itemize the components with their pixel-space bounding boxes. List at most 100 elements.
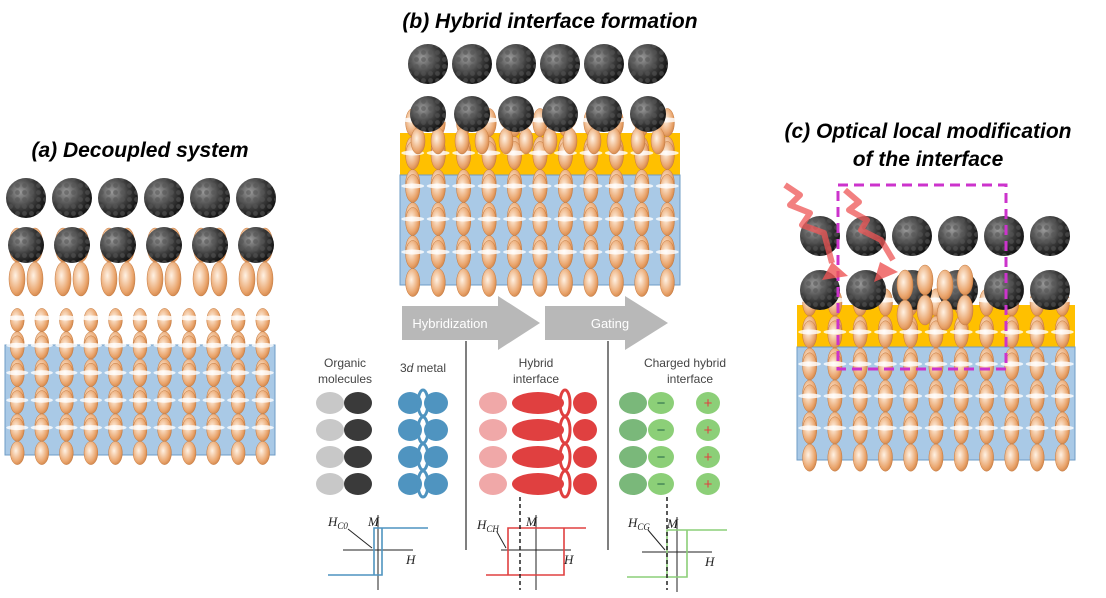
orbital-ring xyxy=(528,216,552,222)
orbital-ring xyxy=(452,249,476,255)
metal-label: 3d metal xyxy=(400,361,446,375)
orbital-ring xyxy=(630,183,654,189)
orbital-ring xyxy=(975,329,998,335)
orbital-ring xyxy=(579,216,603,222)
charged-lobe xyxy=(648,446,674,468)
orbital-ring xyxy=(202,370,225,376)
orbital-lobe xyxy=(456,268,472,297)
charged-lobe xyxy=(696,419,720,441)
orbital-ring xyxy=(178,315,201,321)
fullerene-texture xyxy=(800,270,840,310)
panel-a-title: (a) Decoupled system xyxy=(31,139,248,162)
orbital-ring xyxy=(6,397,29,403)
hybrid-ring xyxy=(558,388,572,418)
hybrid-lobe xyxy=(573,392,597,414)
panel-b-title: (b) Hybrid interface formation xyxy=(402,10,697,33)
organic-lobe xyxy=(344,392,372,414)
orbital-ring xyxy=(823,361,847,367)
orbital-ring xyxy=(426,216,450,222)
metal-lobe xyxy=(424,473,448,495)
orbital-ring xyxy=(227,370,250,376)
orbital-ring xyxy=(153,342,176,348)
orbital-lobe xyxy=(54,261,72,297)
orbital-ring xyxy=(924,393,948,399)
orbital-lobe xyxy=(928,443,944,472)
orbital-ring xyxy=(503,183,526,189)
orbital-lobe xyxy=(916,294,934,326)
h-axis-label: H xyxy=(563,552,574,567)
pointer-line xyxy=(647,529,666,551)
orbital-lobe xyxy=(606,127,622,155)
orbital-ring xyxy=(1050,425,1074,431)
orbital-ring xyxy=(30,315,53,321)
orbital-ring xyxy=(554,183,577,189)
hybrid-lobe xyxy=(573,473,597,495)
charged-lobe xyxy=(619,446,647,468)
metal-ring xyxy=(416,388,430,418)
plus-sign: + xyxy=(704,449,713,466)
orbital-lobe xyxy=(108,441,123,465)
fullerene-texture xyxy=(410,96,446,132)
orbital-ring xyxy=(55,425,78,431)
orbital-ring xyxy=(178,425,201,431)
orbital-ring xyxy=(30,342,53,348)
hybrid-ring xyxy=(558,442,572,472)
orbital-lobe xyxy=(157,441,172,465)
organic-lobe xyxy=(344,446,372,468)
orbital-lobe xyxy=(72,261,90,297)
organic-lobe xyxy=(316,446,344,468)
orbital-lobe xyxy=(430,127,446,155)
orbital-ring xyxy=(55,315,78,321)
orbital-lobe xyxy=(896,269,914,301)
orbital-ring xyxy=(949,329,973,335)
orbital-ring xyxy=(1025,361,1049,367)
pointer-line xyxy=(347,528,373,549)
orbital-ring xyxy=(655,183,679,189)
orbital-ring xyxy=(251,342,274,348)
orbital-ring xyxy=(975,425,998,431)
orbital-ring xyxy=(104,425,127,431)
orbital-ring xyxy=(1025,393,1049,399)
orbital-lobe xyxy=(634,268,650,297)
coercive-field-label: HC0 xyxy=(327,514,348,531)
orbital-ring xyxy=(604,249,628,255)
orbital-lobe xyxy=(164,261,182,297)
fullerene-texture xyxy=(238,227,274,263)
orbital-lobe xyxy=(586,127,602,155)
orbital-ring xyxy=(975,393,998,399)
orbital-ring xyxy=(55,342,78,348)
orbital-lobe xyxy=(936,299,954,331)
orbital-ring xyxy=(128,315,152,321)
orbital-ring xyxy=(899,393,923,399)
orbital-lobe xyxy=(181,441,197,465)
charged-lobe xyxy=(619,419,647,441)
orbital-lobe xyxy=(532,268,548,297)
orbital-ring xyxy=(1000,425,1024,431)
charged-lobe xyxy=(696,392,720,414)
panel-c-optical-modification xyxy=(783,182,1076,472)
orbital-lobe xyxy=(936,269,954,301)
metal-ring xyxy=(416,415,430,445)
orbital-lobe xyxy=(650,127,666,155)
hybrid-lobe xyxy=(479,419,507,441)
metal-ring xyxy=(416,442,430,472)
m-axis-label: M xyxy=(666,516,679,531)
metal-lobe xyxy=(424,392,448,414)
hybrid-lobe xyxy=(512,392,564,414)
panel-c-title-line1: (c) Optical local modification xyxy=(784,120,1071,143)
orbital-ring xyxy=(579,249,603,255)
orbital-ring xyxy=(503,216,526,222)
fullerene-texture xyxy=(496,44,536,84)
fullerene-texture xyxy=(54,227,90,263)
orbital-ring xyxy=(153,315,176,321)
fullerene-texture xyxy=(1030,270,1070,310)
fullerene-texture xyxy=(542,96,578,132)
orbital-lobe xyxy=(916,264,934,296)
hybrid-ring xyxy=(558,415,572,445)
orbital-ring xyxy=(452,216,476,222)
light-arrow xyxy=(843,187,896,262)
orbital-ring xyxy=(452,183,476,189)
orbital-ring xyxy=(579,183,603,189)
orbital-ring xyxy=(1000,393,1024,399)
orbital-lobe xyxy=(34,441,49,465)
